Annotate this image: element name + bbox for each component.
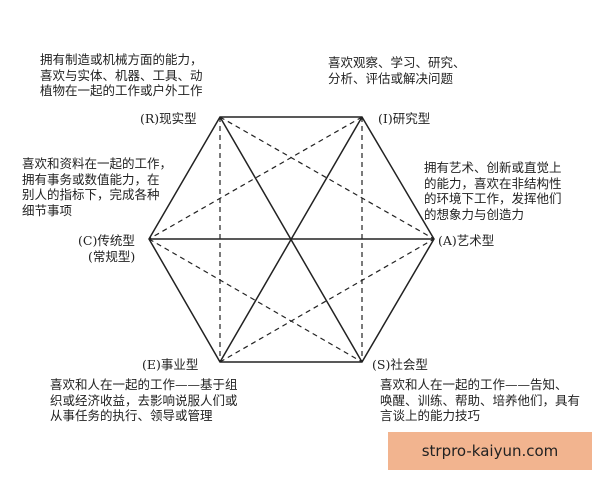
conventional-label: (C)传统型 <box>78 233 135 248</box>
conventional-description: 喜欢和资料在一起的工作， 拥有事务或数值能力，在 别人的指标下，完成各种 细节事… <box>22 156 172 218</box>
desc-line: 拥有制造或机械方面的能力， <box>40 52 203 67</box>
artistic-description: 拥有艺术、创新或直觉上 的能力，喜欢在非结构性 的环境下工作，发挥他们 的想象力… <box>424 160 562 222</box>
desc-line: 喜欢观察、学习、研究、 <box>328 55 466 70</box>
dashed-line-c-s <box>148 238 363 363</box>
desc-line: 唤醒、训练、帮助、培养他们，具有 <box>380 392 581 408</box>
desc-line: 喜欢和资料在一起的工作， <box>22 156 173 171</box>
investigative-label: (I)研究型 <box>378 111 431 126</box>
desc-line: 拥有事务或数值能力，在 <box>22 171 160 187</box>
realistic-description: 拥有制造或机械方面的能力， 喜欢与实体、机器、工具、动 植物在一起的工作或户外工… <box>40 52 203 99</box>
desc-line: 细节事项 <box>22 202 73 218</box>
desc-line: 的能力，喜欢在非结构性 <box>424 175 562 191</box>
desc-line: 的想象力与创造力 <box>424 206 525 222</box>
desc-line: 喜欢和人在一起的工作——基于组 <box>50 377 238 392</box>
watermark-banner: strpro-kaiyun.com <box>388 432 592 470</box>
investigative-description: 喜欢观察、学习、研究、 分析、评估或解决问题 <box>328 55 466 86</box>
desc-line: 喜欢与实体、机器、工具、动 <box>40 67 203 83</box>
social-label: (S)社会型 <box>372 357 428 372</box>
social-description: 喜欢和人在一起的工作——告知、 唤醒、训练、帮助、培养他们，具有 言谈上的能力技… <box>380 377 580 424</box>
desc-line: 分析、评估或解决问题 <box>328 70 454 86</box>
desc-line: 从事任务的执行、领导或管理 <box>50 408 213 423</box>
artistic-label: (A)艺术型 <box>438 233 495 248</box>
enterprising-label: (E)事业型 <box>142 357 199 372</box>
dashed-line-i-c <box>148 116 363 240</box>
desc-line: 的环境下工作，发挥他们 <box>424 191 562 206</box>
enterprising-description: 喜欢和人在一起的工作——基于组 织或经济收益，去影响说服人们或 从事任务的执行、… <box>50 377 238 424</box>
desc-line: 织或经济收益，去影响说服人们或 <box>50 392 238 408</box>
conventional-sublabel: (常规型) <box>88 249 136 264</box>
desc-line: 植物在一起的工作或户外工作 <box>40 83 203 98</box>
realistic-label: (R)现实型 <box>140 111 197 126</box>
desc-line: 言谈上的能力技巧 <box>380 408 481 423</box>
desc-line: 别人的指标下，完成各种 <box>22 187 160 202</box>
desc-line: 喜欢和人在一起的工作——告知、 <box>380 377 568 392</box>
desc-line: 拥有艺术、创新或直觉上 <box>424 160 562 175</box>
